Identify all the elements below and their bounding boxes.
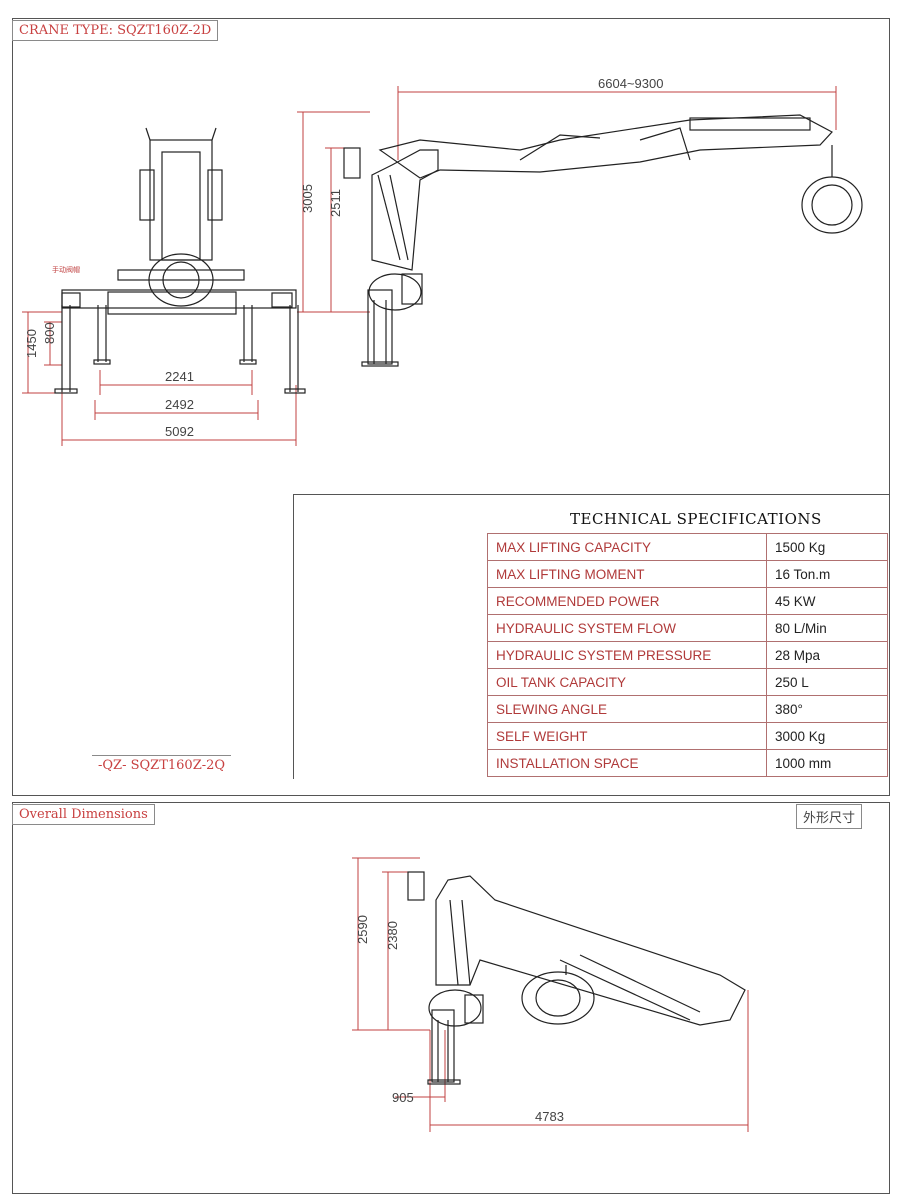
dim-4783: 4783 [535, 1109, 564, 1124]
spec-key: MAX LIFTING CAPACITY [487, 533, 767, 561]
overall-dimensions-cn-label: 外形尺寸 [796, 804, 863, 829]
overall-dimensions-label: Overall Dimensions [12, 804, 155, 825]
spec-value: 80 L/Min [766, 614, 888, 642]
side-view-bottom [407, 871, 746, 1085]
dim-2511: 2511 [328, 189, 343, 217]
spec-key: HYDRAULIC SYSTEM PRESSURE [487, 641, 767, 669]
dim-905: 905 [392, 1090, 414, 1105]
spec-panel-frame [293, 494, 889, 779]
dim-800: 800 [42, 322, 57, 344]
dimension-lines [22, 86, 837, 1132]
spec-key: INSTALLATION SPACE [487, 749, 767, 777]
front-view [54, 127, 306, 394]
dim-3005: 3005 [300, 184, 315, 213]
spec-value: 16 Ton.m [766, 560, 888, 588]
spec-value: 1500 Kg [766, 533, 888, 561]
manual-valve-label: 手动阀帽 [52, 265, 80, 274]
dim-5092: 5092 [165, 424, 194, 439]
dim-2380: 2380 [385, 921, 400, 950]
top-drawing-frame [12, 18, 890, 796]
spec-key: MAX LIFTING MOMENT [487, 560, 767, 588]
spec-value: 28 Mpa [766, 641, 888, 669]
spec-value: 1000 mm [766, 749, 888, 777]
dim-2241: 2241 [165, 369, 194, 384]
spec-key: RECOMMENDED POWER [487, 587, 767, 615]
side-view-top [343, 114, 863, 367]
crane-type-label: CRANE TYPE: SQZT160Z-2D [12, 20, 219, 41]
dim-1450: 1450 [24, 329, 39, 358]
spec-key: OIL TANK CAPACITY [487, 668, 767, 696]
model-label: -QZ- SQZT160Z-2Q [92, 755, 232, 775]
spec-title: TECHNICAL SPECIFICATIONS [570, 510, 822, 528]
spec-key: HYDRAULIC SYSTEM FLOW [487, 614, 767, 642]
spec-value: 3000 Kg [766, 722, 888, 750]
spec-value: 45 KW [766, 587, 888, 615]
spec-value: 250 L [766, 668, 888, 696]
bottom-drawing-frame [12, 802, 890, 1194]
dim-reach-top: 6604~9300 [598, 76, 663, 91]
dim-2492: 2492 [165, 397, 194, 412]
dim-2590: 2590 [355, 915, 370, 944]
spec-key: SLEWING ANGLE [487, 695, 767, 723]
